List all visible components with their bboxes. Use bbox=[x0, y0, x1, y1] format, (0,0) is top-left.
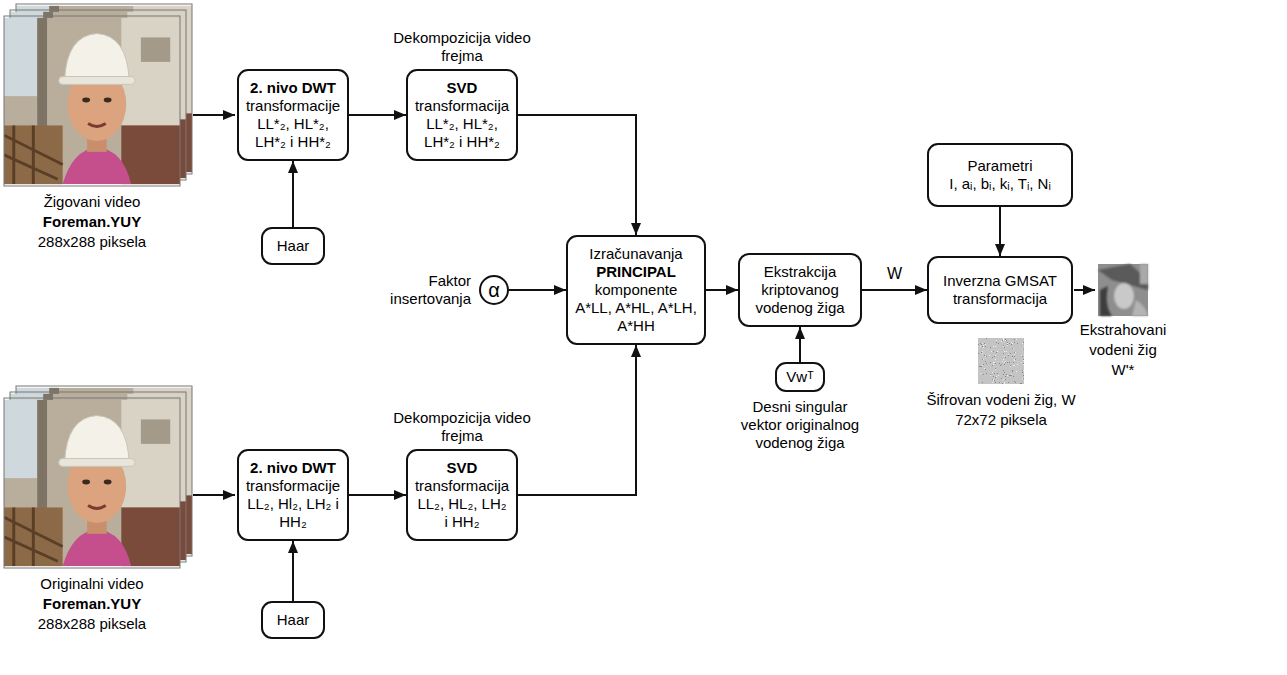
caption-label: W'* bbox=[1093, 360, 1153, 380]
wavelet-box: Haar bbox=[261, 227, 325, 265]
flow-arrow bbox=[292, 541, 294, 601]
box-text: A*LL, A*HL, A*LH, A*HH bbox=[574, 299, 698, 335]
box-text: SVD bbox=[414, 79, 510, 97]
caption-label: Foreman.YUY bbox=[2, 594, 182, 614]
box-text: Parametri bbox=[935, 157, 1065, 175]
box-text: 2. nivo DWT bbox=[245, 459, 341, 477]
box-caption: Dekompozicija video frejma bbox=[377, 29, 547, 65]
caption-label: Žigovani video bbox=[2, 192, 182, 212]
background-shape bbox=[1140, 264, 1148, 284]
caption-label: 72x72 piksela bbox=[906, 410, 1096, 430]
encrypted-watermark-image bbox=[978, 338, 1024, 384]
frame-border bbox=[4, 398, 180, 568]
frame-border bbox=[4, 16, 180, 186]
edge-label: W bbox=[885, 264, 904, 284]
box-text: komponente bbox=[574, 281, 698, 299]
box-text: transformacija LL*₂, HL*₂, LH*₂ i HH*₂ bbox=[414, 97, 510, 151]
original-video-frames bbox=[4, 386, 192, 568]
parameter-box: ParametriI, aᵢ, bᵢ, kᵢ, Tᵢ, Nᵢ bbox=[927, 143, 1073, 207]
wavelet-box: Haar bbox=[261, 601, 325, 639]
box-text: transformacija LL₂, HL₂, LH₂ i HH₂ bbox=[414, 477, 510, 531]
image-ground bbox=[1098, 264, 1148, 316]
watermarked-video-frames bbox=[4, 4, 192, 186]
flow-arrow bbox=[509, 289, 566, 291]
input-arrow bbox=[193, 494, 235, 496]
process-box: Inverzna GMSAT transformacija bbox=[927, 256, 1073, 324]
output-arrow bbox=[1074, 289, 1095, 291]
circle-shape bbox=[480, 276, 508, 304]
box-text: 2. nivo DWT bbox=[245, 79, 341, 97]
box-text: PRINCIPAL bbox=[574, 263, 698, 281]
box-caption: Desni singular vektor originalnog vodeno… bbox=[732, 398, 868, 452]
factor-circle: Faktor insertovanjaα bbox=[479, 275, 509, 305]
caption-label: Ekstrahovani vodeni žig bbox=[1067, 320, 1179, 360]
flow-arrow bbox=[799, 327, 801, 362]
input-arrow bbox=[193, 114, 235, 116]
caption-label: Foreman.YUY bbox=[2, 212, 182, 232]
vector-box: VwᵀDesni singular vektor originalnog vod… bbox=[775, 362, 825, 392]
caption-label: Šifrovan vodeni žig, W bbox=[906, 390, 1096, 410]
flow-arrow bbox=[706, 289, 738, 291]
hair-shape bbox=[1100, 286, 1112, 316]
caption-label: 288x288 piksela bbox=[2, 614, 182, 634]
flow-arrow bbox=[518, 115, 636, 235]
video-frame bbox=[4, 18, 180, 184]
video-frame bbox=[4, 400, 180, 566]
shoulder-shape bbox=[1132, 300, 1148, 316]
process-box: Ekstrakcija kriptovanog vodenog žiga bbox=[738, 253, 862, 327]
flow-arrow bbox=[862, 289, 927, 291]
box-text: transformacije LL*₂, HL*₂, LH*₂ i HH*₂ bbox=[245, 97, 341, 151]
box-caption: Dekompozicija video frejma bbox=[377, 409, 547, 445]
process-box: 2. nivo DWTtransformacije LL*₂, HL*₂, LH… bbox=[237, 69, 349, 161]
process-box: 2. nivo DWTtransformacije LL₂, Hl₂, LH₂ … bbox=[237, 449, 349, 541]
box-text: I, aᵢ, bᵢ, kᵢ, Tᵢ, Nᵢ bbox=[935, 175, 1065, 193]
flow-arrow bbox=[349, 114, 406, 116]
caption-label: 288x288 piksela bbox=[2, 232, 182, 252]
flow-arrow bbox=[292, 161, 294, 227]
box-text: Ekstrakcija kriptovanog vodenog žiga bbox=[746, 263, 854, 317]
flow-arrow bbox=[349, 494, 406, 496]
extracted-watermark-image bbox=[1098, 264, 1148, 316]
caption-label: Originalni video bbox=[2, 574, 182, 594]
box-text: Inverzna GMSAT transformacija bbox=[935, 272, 1065, 308]
box-text: transformacije LL₂, Hl₂, LH₂ i HH₂ bbox=[245, 477, 341, 531]
box-text: Haar bbox=[269, 237, 317, 255]
box-caption: Faktor insertovanja bbox=[383, 272, 471, 308]
box-text: SVD bbox=[414, 459, 510, 477]
flow-arrow bbox=[999, 207, 1001, 256]
box-text: Vwᵀ bbox=[783, 368, 817, 386]
process-box: Dekompozicija video frejmaSVDtransformac… bbox=[406, 449, 518, 541]
box-text: Haar bbox=[269, 611, 317, 629]
box-text: α bbox=[488, 279, 500, 301]
box-text: Izračunavanja bbox=[574, 245, 698, 263]
process-box: Dekompozicija video frejmaSVDtransformac… bbox=[406, 69, 518, 161]
process-box: IzračunavanjaPRINCIPALkomponenteA*LL, A*… bbox=[566, 235, 706, 345]
flow-arrow bbox=[518, 345, 636, 495]
face-shape bbox=[1114, 283, 1134, 309]
